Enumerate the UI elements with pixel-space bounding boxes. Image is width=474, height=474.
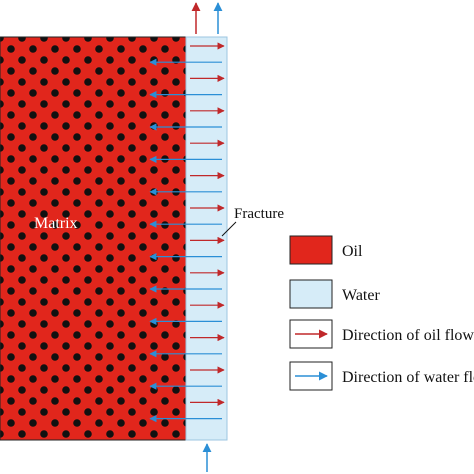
fracture-leader-line bbox=[221, 221, 237, 237]
matrix-region bbox=[0, 36, 187, 441]
legend-water-direction-label: Direction of water flow bbox=[342, 369, 474, 386]
fracture-label: Fracture bbox=[234, 206, 284, 222]
legend-oil-label: Oil bbox=[342, 243, 363, 260]
matrix-pores bbox=[0, 37, 186, 440]
flow-arrows bbox=[149, 42, 225, 423]
legend-oil-swatch bbox=[289, 235, 333, 265]
fracture-region bbox=[185, 36, 228, 441]
legend-water-label: Water bbox=[342, 287, 380, 304]
legend-oil-direction-label: Direction of oil flow bbox=[342, 327, 474, 344]
legend: Oil Water Direction of oil flow Directio… bbox=[289, 235, 474, 391]
matrix-label: Matrix bbox=[34, 215, 78, 232]
vertical-arrows bbox=[191, 2, 223, 472]
legend-water-swatch bbox=[289, 279, 333, 309]
